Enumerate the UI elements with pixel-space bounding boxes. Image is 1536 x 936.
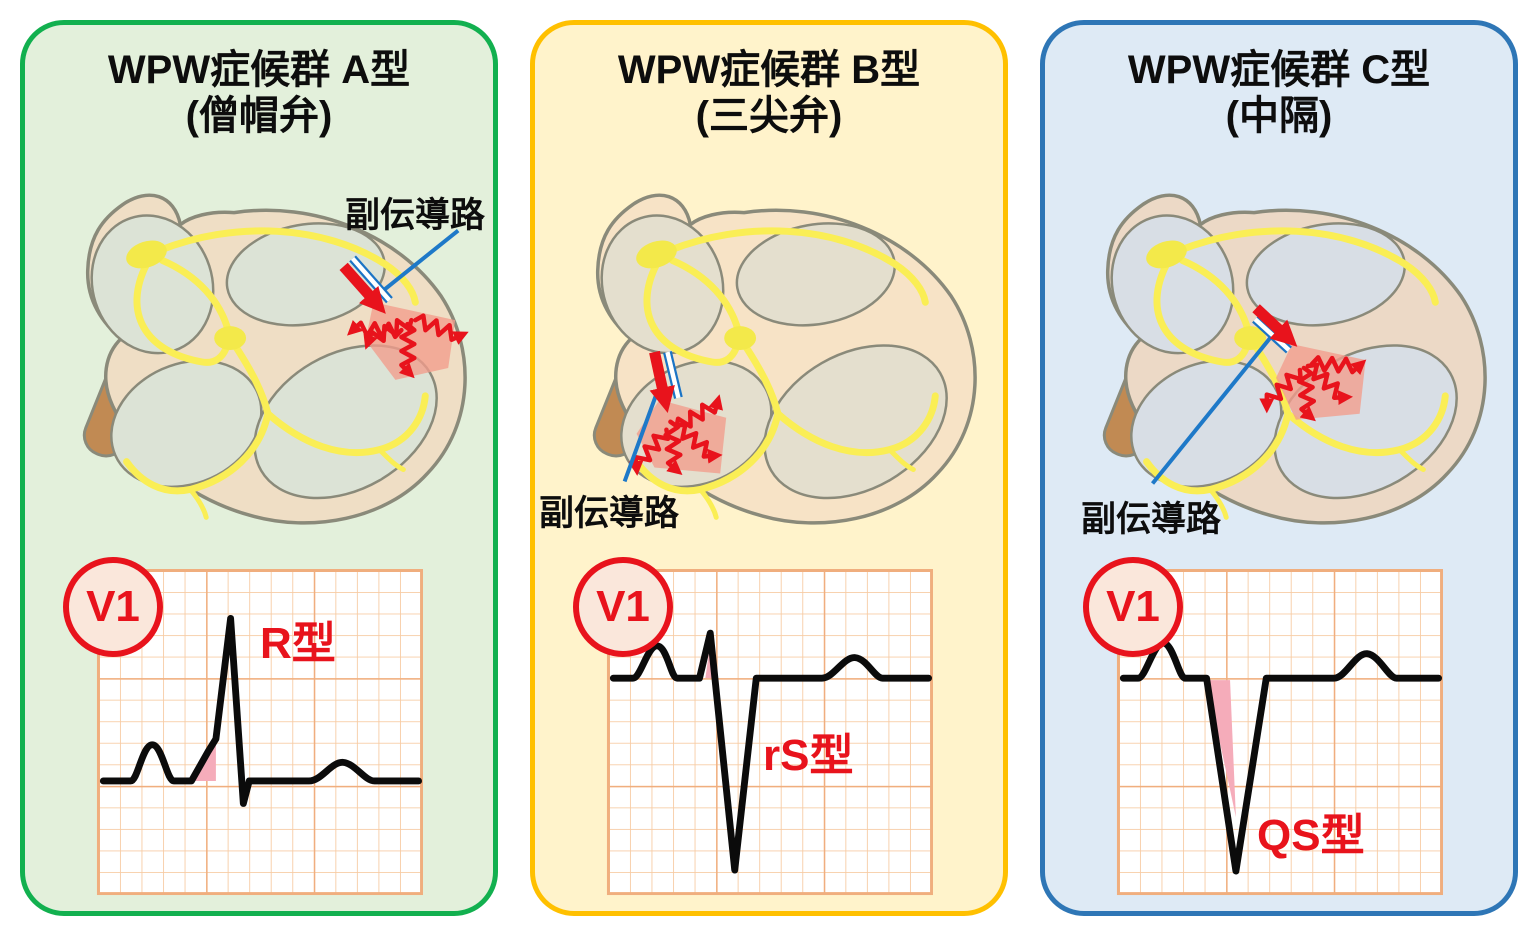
accessory-pathway-arrow <box>339 262 386 314</box>
lead-label: V1 <box>596 582 650 631</box>
heart-illustration-a: 副伝導路 <box>25 171 493 553</box>
panel-c-title: WPW症候群 C型(中隔) <box>1045 25 1513 140</box>
accessory-pathway-label: 副伝導路 <box>539 494 680 533</box>
ecg-strip-b: V1 rS型 <box>535 549 1003 917</box>
panel-a-location-label: (僧帽弁) <box>185 94 333 139</box>
ecg-trace-r-type <box>99 615 423 807</box>
ecg-strip-a: V1 R型 <box>25 549 493 917</box>
lead-label: V1 <box>86 582 140 631</box>
accessory-pathway-label: 副伝導路 <box>344 196 485 235</box>
qrs-morphology-label: R型 <box>260 619 336 668</box>
ecg-svg-a <box>96 569 423 896</box>
panel-a-title: WPW症候群 A型(僧帽弁) <box>25 25 493 140</box>
panel-b-type-label: WPW症候群 B型 <box>617 48 921 92</box>
heart-illustration-b: 副伝導路 <box>535 171 1003 553</box>
accessory-pathway-label: 副伝導路 <box>1081 500 1222 539</box>
panel-wpw-type-a: WPW症候群 A型(僧帽弁) 副伝導路 <box>20 20 498 916</box>
panel-b-location-label: (三尖弁) <box>695 94 843 139</box>
accessory-pathway-arrow <box>649 350 675 414</box>
heart-svg-c <box>1045 171 1513 553</box>
panel-a-type-label: WPW症候群 A型 <box>107 48 411 92</box>
heart-svg-a <box>25 171 493 553</box>
lead-v1-badge: V1 <box>573 557 673 657</box>
panel-b-title: WPW症候群 B型(三尖弁) <box>535 25 1003 140</box>
panel-wpw-type-c: WPW症候群 C型(中隔) 副伝導路 <box>1040 20 1518 916</box>
heart-svg-b <box>535 171 1003 553</box>
qrs-morphology-label: rS型 <box>763 731 854 780</box>
pathway-pointer-line <box>372 229 460 300</box>
accessory-pathway-arrow <box>1252 304 1298 347</box>
qrs-morphology-label: QS型 <box>1257 811 1365 860</box>
heart-illustration-c: 副伝導路 <box>1045 171 1513 553</box>
lead-v1-badge: V1 <box>63 557 163 657</box>
ecg-trace-rs-type <box>609 629 933 874</box>
ecg-grid <box>96 569 423 896</box>
lead-label: V1 <box>1106 582 1160 631</box>
ecg-strip-c: V1 QS型 <box>1045 549 1513 917</box>
panel-c-type-label: WPW症候群 C型 <box>1127 48 1431 92</box>
panel-wpw-type-b: WPW症候群 B型(三尖弁) 副伝導路 <box>530 20 1008 916</box>
pathway-pointer-line <box>1150 336 1272 485</box>
lead-v1-badge: V1 <box>1083 557 1183 657</box>
panel-c-location-label: (中隔) <box>1225 94 1333 139</box>
